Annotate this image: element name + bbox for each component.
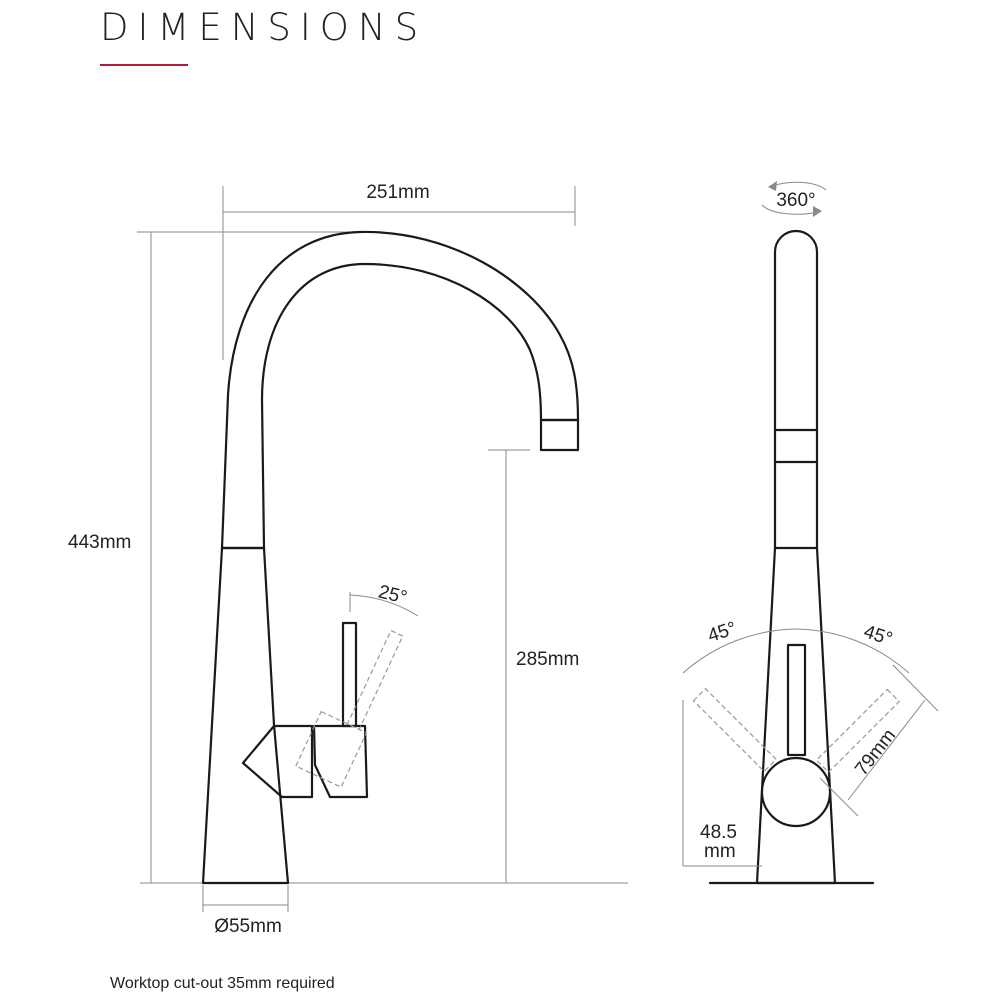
lever-right-angle-label: 45° xyxy=(861,621,895,650)
lever-length-label: 79mm xyxy=(851,725,900,780)
lever-left-angle-label: 45° xyxy=(705,618,739,647)
lever-height-unit-label: mm xyxy=(704,841,736,862)
lever-tilt-label: 25° xyxy=(376,581,409,608)
worktop-note: Worktop cut-out 35mm required xyxy=(110,975,335,992)
side-view-lever-handle xyxy=(341,621,358,728)
front-view-tap xyxy=(708,229,875,885)
side-view-body xyxy=(201,546,290,885)
lever-length-dimension xyxy=(819,664,939,817)
side-view-aerator xyxy=(539,418,580,452)
side-view-tap xyxy=(201,230,580,885)
base-diameter-label: Ø55mm xyxy=(214,916,282,937)
side-view-lever-hub xyxy=(241,724,314,799)
title-underline xyxy=(100,64,188,66)
front-view-angle-arcs xyxy=(682,628,910,674)
rotation-label: 360° xyxy=(776,190,815,211)
front-view-lever-ghosts xyxy=(692,687,901,774)
front-view-body xyxy=(755,546,837,885)
height-label: 443mm xyxy=(68,532,131,553)
lever-height-dimension xyxy=(682,700,762,867)
spout-height-label: 285mm xyxy=(516,649,579,670)
width-label: 251mm xyxy=(366,182,429,203)
side-view-lever-block xyxy=(312,724,369,799)
side-view-lever-tilted-ghost xyxy=(295,592,419,788)
rotation-arrows xyxy=(761,181,827,217)
side-view-dimension-lines xyxy=(137,186,628,912)
side-view-spout xyxy=(220,230,580,550)
lever-height-value-label: 48.5 xyxy=(700,822,737,843)
page-title: DIMENSIONS xyxy=(100,6,428,49)
front-view-lever-hub xyxy=(760,756,832,828)
front-view-spout xyxy=(773,229,819,550)
front-view-lever-handle xyxy=(786,643,807,757)
